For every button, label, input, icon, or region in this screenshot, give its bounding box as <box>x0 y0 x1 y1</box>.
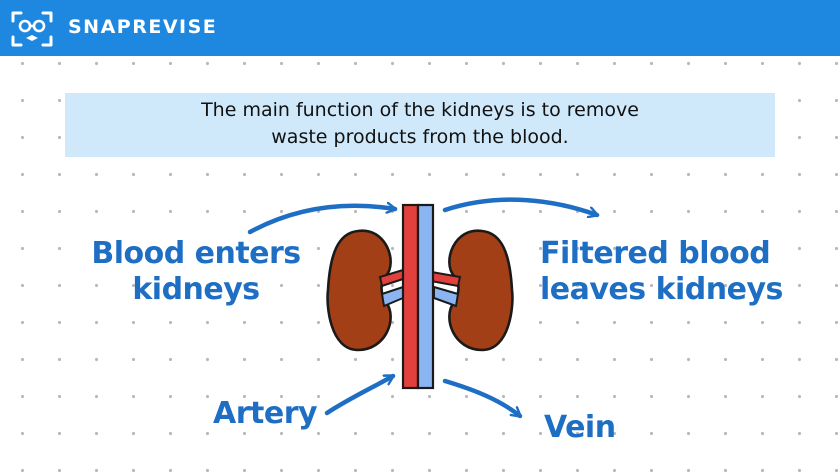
label-artery: Artery <box>213 396 318 431</box>
label-filtered-line-2: leaves kidneys <box>540 272 783 307</box>
label-filtered-blood: Filtered blood leaves kidneys <box>540 236 783 308</box>
artery-vessel <box>401 203 420 390</box>
arrow-blood-in <box>247 206 398 235</box>
label-blood-enters-line-2: kidneys <box>132 272 260 307</box>
vein-vessel <box>416 203 435 390</box>
info-box <box>65 93 775 157</box>
label-blood-enters-line-1: Blood enters <box>91 236 301 271</box>
header-bar: SNAPREVISE <box>0 0 840 56</box>
info-text: The main function of the kidneys is to r… <box>150 97 690 151</box>
label-vein: Vein <box>544 410 616 445</box>
label-filtered-line-1: Filtered blood <box>540 236 771 271</box>
right-kidney <box>448 229 514 352</box>
info-line-1: The main function of the kidneys is to r… <box>201 99 639 121</box>
arrow-vein <box>442 378 523 419</box>
brand-name[interactable]: SNAPREVISE <box>68 16 218 38</box>
left-kidney <box>326 229 392 352</box>
arrow-artery <box>324 373 396 416</box>
label-blood-enters: Blood enters kidneys <box>86 236 306 308</box>
arrow-blood-out <box>442 197 600 215</box>
info-line-2: waste products from the blood. <box>271 126 569 148</box>
owl-face-icon[interactable] <box>10 9 54 49</box>
